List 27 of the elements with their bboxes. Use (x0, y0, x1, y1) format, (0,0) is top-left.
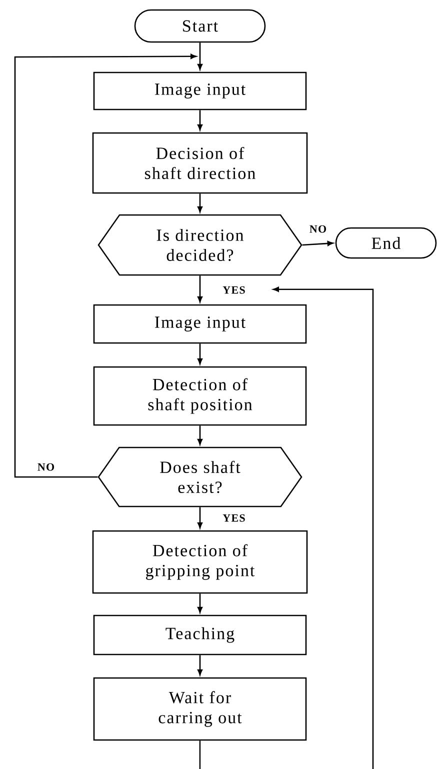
decision-hexagon: Does shaft exist? (98, 446, 302, 508)
edge-label: NO (308, 224, 328, 234)
arrow (197, 344, 203, 364)
arrow (197, 594, 203, 613)
arrow (197, 655, 203, 676)
process-box: Detection of gripping point (92, 530, 308, 594)
arrow (302, 240, 334, 246)
process-box: Teaching (93, 614, 307, 656)
arrow (197, 276, 203, 302)
terminal-box: Start (134, 9, 266, 43)
arrow (273, 286, 374, 769)
decision-hexagon: Is direction decided? (98, 214, 302, 276)
edge-label: YES (222, 513, 246, 523)
arrow (14, 54, 196, 478)
process-box: Decision of shaft direction (92, 132, 308, 194)
arrow (197, 507, 203, 528)
arrow (197, 194, 203, 212)
edge-label: NO (36, 462, 56, 472)
edge-label: YES (222, 285, 246, 295)
process-box: Image input (93, 304, 307, 344)
process-box: Image input (93, 72, 307, 110)
arrow (197, 426, 203, 445)
arrow (197, 42, 203, 70)
terminal-box: End (335, 227, 437, 259)
arrow (197, 110, 203, 130)
process-box: Detection of shaft position (93, 366, 307, 426)
process-box: Wait for carring out (93, 677, 307, 741)
